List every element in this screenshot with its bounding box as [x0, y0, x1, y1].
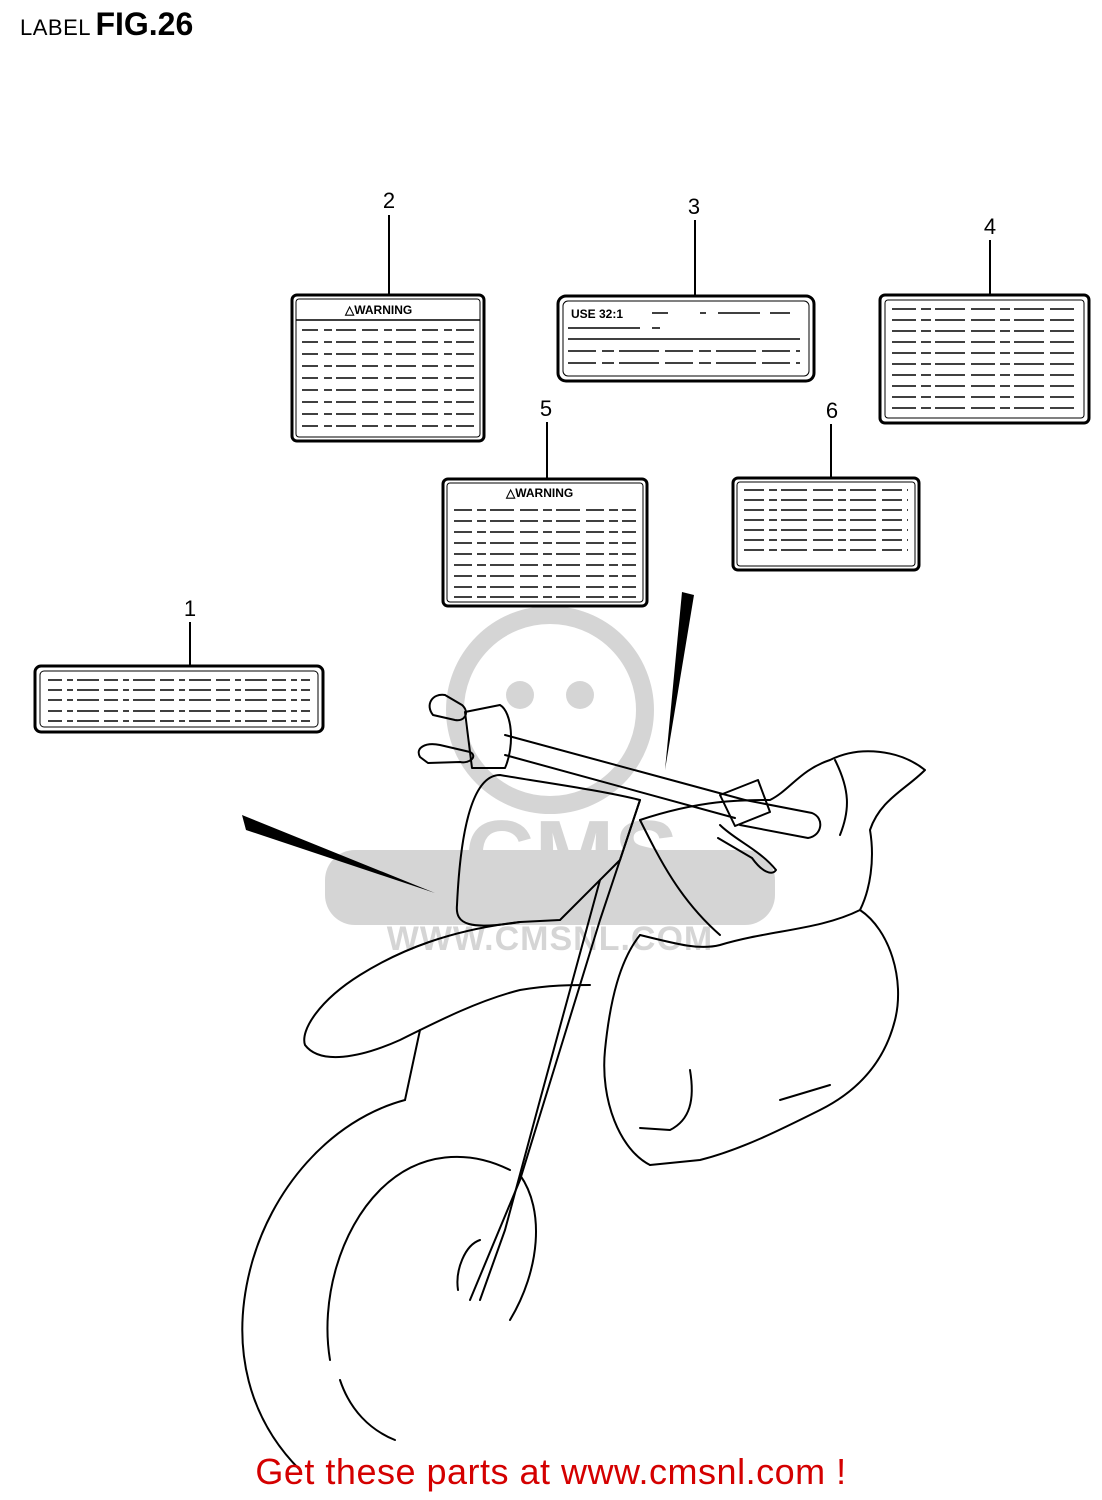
- title-label: LABEL: [20, 15, 91, 40]
- callout-2: 2: [383, 188, 395, 213]
- page-title: LABEL FIG.26: [20, 6, 193, 43]
- mix-label-3-heading: USE 32:1: [571, 307, 623, 321]
- callout-6: 6: [826, 398, 838, 423]
- callout-5: 5: [540, 396, 552, 421]
- footer-link[interactable]: Get these parts at www.cmsnl.com !: [255, 1451, 847, 1492]
- callout-4: 4: [984, 214, 996, 239]
- callout-1: 1: [184, 596, 196, 621]
- label-4[interactable]: [878, 240, 1091, 425]
- label-3[interactable]: USE 32:1: [556, 220, 816, 383]
- pointer-wedge-top: [665, 592, 694, 770]
- pointer-wedge-left: [242, 815, 435, 893]
- warning-label-5-heading: △WARNING: [505, 486, 573, 500]
- label-5[interactable]: △WARNING: [441, 422, 649, 608]
- warning-label-2-heading: △WARNING: [344, 303, 412, 317]
- callout-3: 3: [688, 194, 700, 219]
- title-fig: FIG.26: [95, 6, 194, 42]
- motorcycle-outline: [241, 693, 926, 1471]
- label-6[interactable]: [731, 424, 921, 572]
- label-2[interactable]: △WARNING: [290, 215, 486, 443]
- label-1[interactable]: [33, 622, 325, 734]
